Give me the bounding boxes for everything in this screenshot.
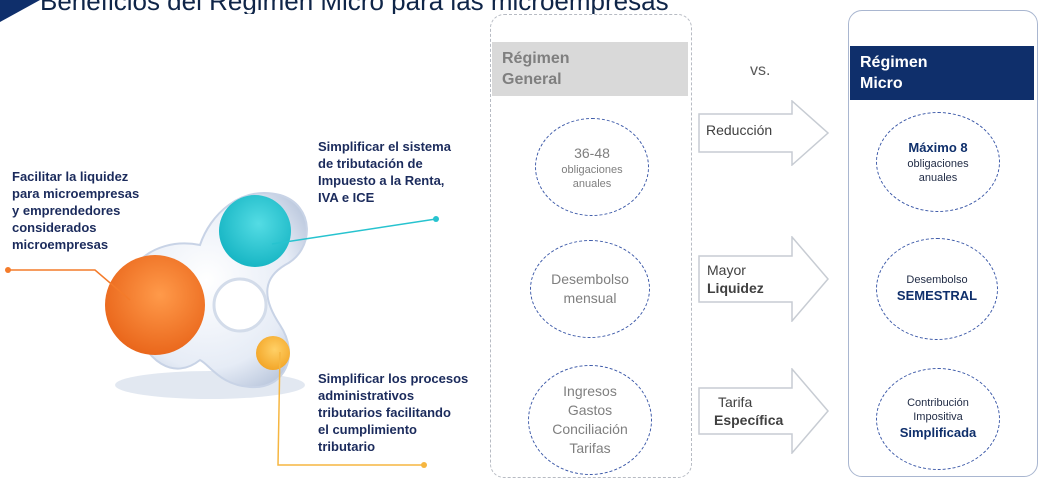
micro-obligations-label: obligaciones (907, 158, 969, 170)
rate-arrow (698, 368, 829, 454)
micro-obligations-count: Máximo 8 (908, 140, 968, 155)
general-payment-frequency: mensual (563, 290, 617, 306)
connector-lines (5, 216, 439, 468)
micro-contribution-type: Impositiva (913, 411, 963, 423)
reduction-arrow (698, 100, 830, 166)
general-obligations-period: anuales (572, 177, 612, 190)
micro-contribution-ellipse: Contribución Impositiva Simplificada (876, 368, 1000, 470)
title-corner-accent (0, 0, 40, 22)
orange-dot (5, 267, 11, 273)
general-obligations-count: 36-48 (574, 144, 610, 161)
liquidity-label: Mayor Liquidez (707, 261, 764, 297)
liquidity-label-line2: Liquidez (707, 280, 764, 296)
cyan-ball (219, 195, 291, 267)
liquidity-arrow (698, 236, 829, 322)
general-regime-heading: Régimen General (492, 42, 688, 96)
general-obligations-label: obligaciones (561, 163, 623, 176)
micro-regime-heading: Régimen Micro (850, 46, 1034, 100)
general-income-label: Ingresos (563, 383, 617, 399)
yellow-ball (256, 336, 290, 370)
objective-simplify-system: Simplificar el sistema de tributación de… (318, 139, 451, 205)
micro-payment-frequency: SEMESTRAL (896, 288, 978, 303)
objective-liquidity: Facilitar la liquidez para microempresas… (12, 169, 140, 252)
general-regime-column (490, 14, 692, 478)
micro-regime-column (848, 10, 1038, 477)
micro-obligations-ellipse: Máximo 8 obligaciones anuales (876, 112, 1000, 212)
general-payment-label: Desembolso (551, 271, 629, 287)
objective-simplify-processes: Simplificar los procesos administrativos… (318, 371, 469, 454)
general-obligations-ellipse: 36-48 obligaciones anuales (535, 118, 649, 216)
general-reconciliation-label: Conciliación (552, 421, 628, 437)
general-taxation-ellipse: Ingresos Gastos Conciliación Tarifas (528, 365, 652, 475)
objectives-graphic (105, 192, 308, 399)
general-expenses-label: Gastos (567, 402, 613, 418)
reduction-label: Reducción (706, 121, 772, 139)
cyan-dot (433, 216, 439, 222)
yellow-connector (277, 351, 424, 466)
micro-obligations-period: anuales (918, 172, 958, 184)
graphic-hole (212, 277, 268, 333)
rate-label-line2: Específica (714, 412, 784, 428)
general-rates-label: Tarifas (569, 440, 611, 456)
micro-payment-ellipse: Desembolso SEMESTRAL (876, 238, 998, 340)
general-payment-ellipse: Desembolso mensual (530, 240, 650, 338)
micro-contribution-label: Contribución (907, 397, 969, 409)
cyan-connector (271, 218, 437, 245)
page-title: Beneficios del Régimen Micro para las mi… (40, 0, 669, 14)
orange-ball (105, 255, 205, 355)
liquidity-label-line1: Mayor (707, 262, 746, 278)
rate-label: Tarifa Específica (714, 393, 783, 429)
yellow-dot (421, 462, 427, 468)
micro-contribution-simplified: Simplificada (899, 425, 977, 440)
rate-label-line1: Tarifa (718, 394, 753, 410)
reduction-label-line1: Reducción (706, 122, 773, 138)
micro-payment-label: Desembolso (906, 274, 968, 286)
orange-connector (8, 269, 131, 301)
title-bar: Beneficios del Régimen Micro para las mi… (0, 0, 1045, 14)
vs-label: vs. (750, 62, 771, 79)
